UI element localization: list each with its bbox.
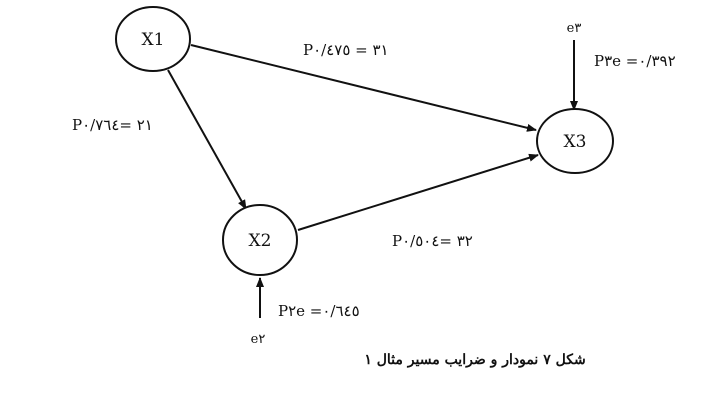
error-e2-label: e٢ [251, 332, 266, 347]
node-x2-label: X2 [249, 231, 272, 251]
figure-caption: شکل ۷ نمودار و ضرایب مسیر مثال ۱ [364, 352, 585, 368]
edge-x2-x3 [297, 153, 539, 231]
node-x3-label: X3 [564, 132, 587, 152]
coef-p3e-label: P٣e =٠/٣٩٢ [594, 52, 676, 70]
node-x1-label: X1 [142, 30, 165, 50]
node-x2: X2 [222, 204, 298, 276]
error-e3-label: e٣ [567, 21, 582, 36]
edge-x1-x2 [167, 69, 247, 210]
node-x1: X1 [115, 6, 191, 72]
coef-p32-label: P٣٢ =٠/٥٠٤ [392, 232, 473, 250]
coef-p2e-label: P٢e =٠/٦٤٥ [278, 302, 360, 320]
coef-p31-label: P٣١ = ٠/٤٧٥ [303, 41, 389, 59]
coef-p21-label: P٢١ =٠/٧٦٤ [72, 116, 153, 134]
edge-x1-x3 [190, 44, 537, 132]
node-x3: X3 [536, 108, 614, 174]
